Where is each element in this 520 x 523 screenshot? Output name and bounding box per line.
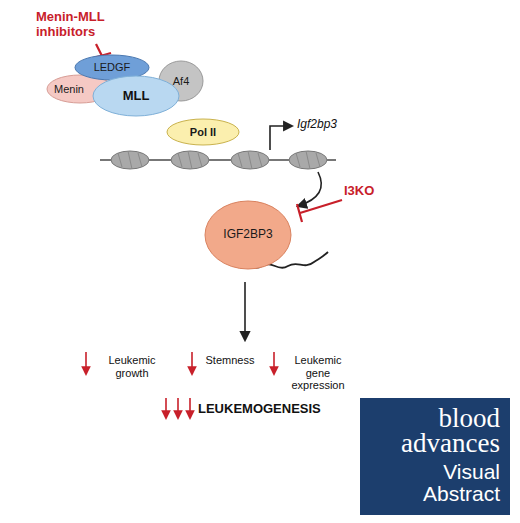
polymerase-ellipse: Pol II — [166, 118, 240, 146]
node-text: LEDGF — [94, 61, 131, 73]
inhibitor-bar — [297, 200, 342, 222]
outcome-label: Leukemic gene expression — [282, 354, 354, 392]
result-label: LEUKEMOGENESIS — [198, 402, 348, 417]
protein-circle: IGF2BP3 — [204, 200, 292, 270]
transcription-arrow — [270, 126, 292, 150]
node-text: Pol II — [190, 126, 216, 138]
node-text: Af4 — [173, 75, 190, 87]
journal-logo: blood advancesVisual Abstract — [360, 398, 510, 515]
node-text: MLL — [123, 89, 150, 103]
outcome-label: Stemness — [199, 354, 261, 367]
translation-arrow — [298, 172, 321, 206]
node-text: Menin — [54, 83, 84, 95]
protein-ellipse: MLL — [92, 75, 180, 117]
node-text: IGF2BP3 — [223, 228, 272, 241]
effect-arrow — [244, 282, 246, 340]
node-text: Visual Abstract — [370, 461, 500, 505]
knockout-label: I3KO — [344, 184, 404, 199]
gene-label: Igf2bp3 — [297, 118, 367, 132]
node-text: blood advances — [370, 406, 500, 457]
chromatin — [100, 151, 336, 169]
drug-label: Menin-MLL inhibitors — [36, 10, 116, 40]
outcome-label: Leukemic growth — [93, 354, 171, 379]
